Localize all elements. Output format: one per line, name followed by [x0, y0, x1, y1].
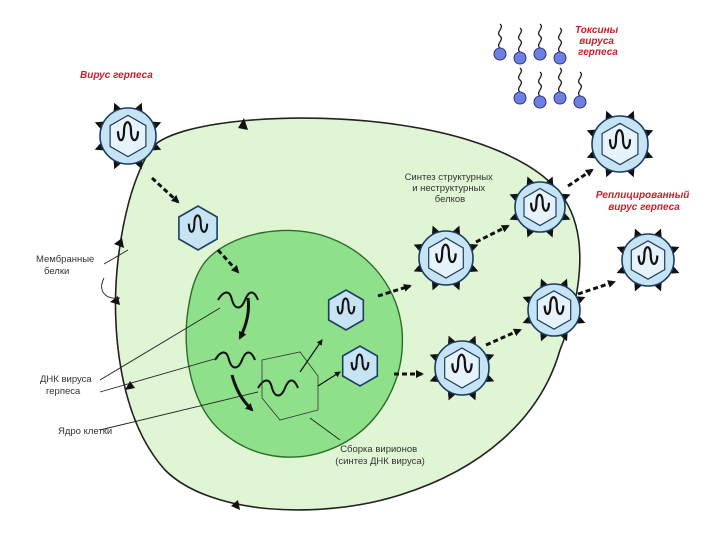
hexagonal-capsid-icon: [341, 345, 379, 387]
label-toxins: Токсины вируса герпеса: [575, 25, 621, 58]
label-replicated-virus: Реплицированный вирус герпеса: [596, 190, 692, 213]
toxin-molecule-icon: [553, 27, 567, 65]
nucleus-arrows: [230, 297, 341, 412]
capsids-layer: [178, 205, 379, 387]
toxin-molecule-icon: [513, 67, 527, 105]
label-virion-assembly: Сборка вирионов (синтез ДНК вируса): [335, 444, 425, 467]
assembly-frame: [261, 351, 319, 421]
virions-layer: [94, 102, 680, 401]
spiked-virion-icon: [429, 335, 495, 401]
label-membrane-proteins: Мембранные белки: [36, 254, 97, 277]
viral-dna-strands: [214, 291, 299, 397]
spiked-virion-icon: [94, 102, 162, 170]
toxin-molecule-icon: [553, 67, 567, 105]
process-arrows: [150, 168, 616, 378]
spiked-virion-icon: [509, 176, 571, 238]
spiked-virion-icon: [522, 278, 586, 342]
spiked-virion-icon: [586, 110, 654, 178]
cell-nucleus: [185, 229, 404, 458]
spiked-virion-icon: [413, 225, 479, 291]
leader-lines: [99, 249, 341, 441]
toxin-molecule-icon: [493, 23, 507, 61]
label-protein-synthesis: Синтез структурных и неструктурных белко…: [405, 172, 496, 205]
label-viral-dna: ДНК вируса герпеса: [40, 374, 94, 397]
toxin-molecule-icon: [513, 27, 527, 65]
label-cell-nucleus: Ядро клетки: [58, 426, 112, 437]
spiked-virion-icon: [616, 228, 680, 292]
toxin-molecule-icon: [533, 23, 547, 61]
toxin-molecule-icon: [573, 71, 587, 109]
toxin-molecule-icon: [533, 71, 547, 109]
hexagonal-capsid-icon: [178, 205, 218, 251]
hexagonal-capsid-icon: [327, 289, 365, 331]
toxins-layer: [493, 23, 587, 109]
label-herpes-virus: Вирус герпеса: [80, 70, 153, 81]
